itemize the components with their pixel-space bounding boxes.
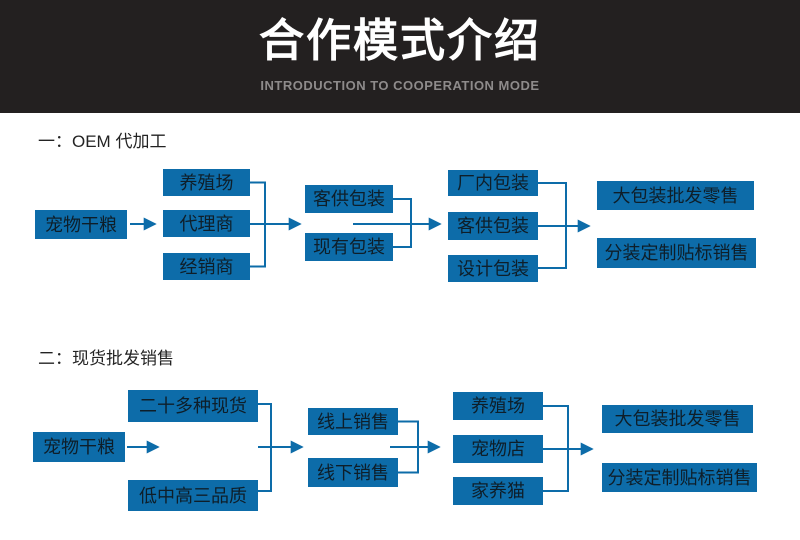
s1-node-col4-1: 分装定制贴标销售 bbox=[597, 238, 756, 268]
section-2-title: 二：现货批发销售 bbox=[38, 349, 174, 368]
s1-node-col1-1: 代理商 bbox=[163, 210, 250, 237]
s2-node-col4-1: 分装定制贴标销售 bbox=[602, 463, 757, 492]
page-subtitle: INTRODUCTION TO COOPERATION MODE bbox=[260, 78, 540, 93]
s1-bracket-col2 bbox=[393, 198, 412, 248]
s2-node-source: 宠物干粮 bbox=[33, 432, 125, 462]
s1-node-col1-2: 经销商 bbox=[163, 253, 250, 280]
s2-bracket-col2 bbox=[398, 420, 419, 474]
section-1-title: 一：OEM 代加工 bbox=[38, 132, 167, 151]
s1-bracket-col3 bbox=[538, 182, 567, 269]
s2-node-col2-1: 线下销售 bbox=[308, 458, 398, 487]
s2-node-col4-0: 大包装批发零售 bbox=[602, 405, 753, 433]
header-band: 合作模式介绍 INTRODUCTION TO COOPERATION MODE bbox=[0, 0, 800, 113]
s2-node-col1-0: 二十多种现货 bbox=[128, 390, 258, 422]
s2-node-col3-2: 家养猫 bbox=[453, 477, 543, 505]
s1-bracket-col1 bbox=[250, 181, 266, 268]
s2-node-col2-0: 线上销售 bbox=[308, 408, 398, 435]
page-title: 合作模式介绍 bbox=[258, 15, 541, 66]
s2-node-col3-0: 养殖场 bbox=[453, 392, 543, 420]
s1-node-col2-0: 客供包装 bbox=[305, 185, 393, 213]
s2-bracket-col3 bbox=[543, 405, 569, 492]
s1-node-col3-0: 厂内包装 bbox=[448, 170, 538, 196]
s1-node-col3-2: 设计包装 bbox=[448, 255, 538, 282]
s2-node-col3-1: 宠物店 bbox=[453, 435, 543, 463]
s2-node-col1-1: 低中高三品质 bbox=[128, 480, 258, 511]
s2-bracket-col1 bbox=[258, 403, 272, 492]
s1-node-col3-1: 客供包装 bbox=[448, 212, 538, 240]
s1-node-col1-0: 养殖场 bbox=[163, 169, 250, 196]
s1-node-col2-1: 现有包装 bbox=[305, 233, 393, 261]
s1-node-source: 宠物干粮 bbox=[35, 210, 127, 239]
s1-node-col4-0: 大包装批发零售 bbox=[597, 181, 754, 210]
